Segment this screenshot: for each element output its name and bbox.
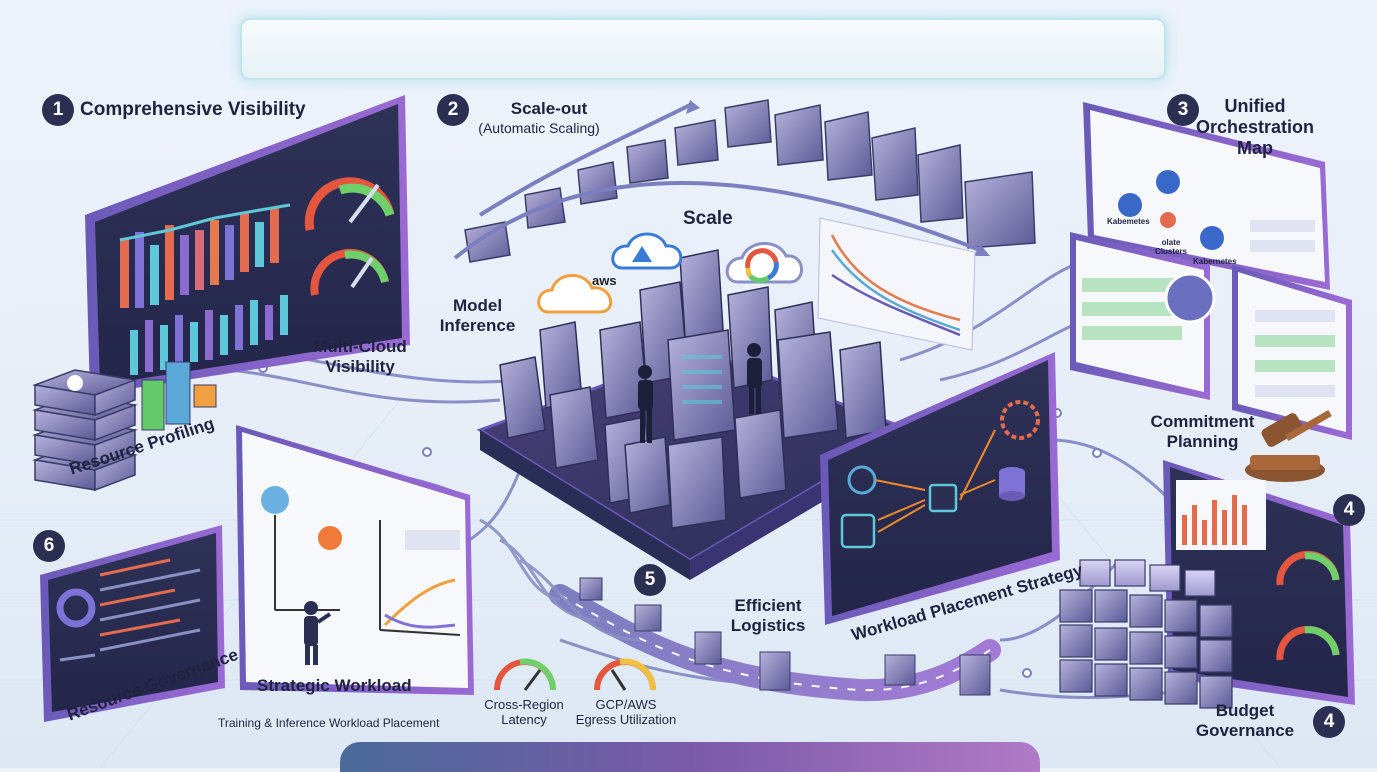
commitment-line-1: Commitment: [1150, 412, 1255, 431]
resource-governance-monitor: [40, 525, 225, 722]
bottom-accent-bar: [340, 742, 1040, 772]
multi-cloud-line-2: Visibility: [325, 357, 395, 376]
visibility-dashboard-monitor: [85, 95, 410, 395]
multi-cloud-line-1: Multi-Cloud: [313, 337, 407, 356]
egress-line-1: GCP/AWS: [595, 697, 657, 712]
model-inference-line-1: Model: [452, 296, 503, 315]
clusters-line-2: Clusters: [1154, 247, 1187, 256]
orchestration-status-window: [1232, 265, 1352, 440]
unified-orchestration-map-label: Unified Orchestration Map: [1195, 96, 1315, 159]
step-2-badge: 2: [437, 94, 469, 126]
aws-cloud-icon: [537, 274, 613, 314]
step-4-badge-upper: 4: [1333, 494, 1365, 526]
efficient-logistics-line-1: Efficient: [734, 596, 802, 615]
clusters-line-1: olate: [1161, 238, 1181, 247]
scale-chart: [817, 217, 976, 351]
step-5-badge: 5: [634, 564, 666, 596]
egress-line-2: Egress Utilization: [575, 712, 677, 727]
kubernetes-label-1: Kabemetes: [1107, 217, 1150, 226]
step-6-badge: 6: [33, 530, 65, 562]
step-1-badge: 1: [42, 94, 74, 126]
kubernetes-icon: [1118, 170, 1224, 250]
central-datacenter-platform: [476, 249, 914, 580]
gcp-cloud-icon: [725, 242, 803, 284]
orchestration-map-window: [1083, 102, 1330, 290]
server-rack-icon: [32, 361, 217, 492]
aws-label: aws: [592, 273, 617, 288]
efficient-logistics-label: Efficient Logistics: [718, 596, 818, 636]
training-inference-label: Training & Inference Workload Placement: [218, 716, 440, 730]
gauge-icon: [494, 658, 657, 691]
multi-cloud-visibility-label: Multi-Cloud Visibility: [300, 337, 420, 377]
title-banner: [240, 18, 1166, 80]
commitment-line-2: Planning: [1166, 432, 1239, 451]
person-icon: [304, 601, 332, 665]
gauge-icon: [304, 177, 395, 296]
budget-governance-label: Budget Governance: [1185, 701, 1305, 741]
logistics-conveyor: [549, 577, 1001, 702]
workload-placement-monitor: [820, 352, 1060, 625]
scale-out-label: Scale-out: [510, 99, 588, 118]
model-inference-label: Model Inference: [430, 296, 525, 336]
database-icon: [999, 467, 1025, 501]
cross-region-line-2: Latency: [501, 712, 547, 727]
strategic-workload-label: Strategic Workload: [257, 676, 412, 695]
azure-cloud-icon: [611, 232, 683, 270]
unified-orchestration-line-3: Map: [1237, 138, 1273, 158]
budget-governance-line-1: Budget: [1215, 701, 1275, 720]
comprehensive-visibility-label: Comprehensive Visibility: [80, 99, 306, 120]
automatic-scaling-label: (Automatic Scaling): [478, 120, 600, 136]
budget-cube-stack: [1059, 559, 1233, 709]
budget-governance-line-2: Governance: [1195, 721, 1295, 740]
clusters-label: olate Clusters: [1148, 238, 1194, 256]
orchestration-list-window: [1070, 232, 1216, 400]
cross-region-latency-label: Cross-Region Latency: [478, 697, 570, 727]
model-inference-line-2: Inference: [439, 316, 516, 335]
gavel-icon: [1245, 410, 1332, 482]
kubernetes-label-2: Kabernetes: [1193, 257, 1237, 266]
cross-region-line-1: Cross-Region: [484, 697, 564, 712]
step-4-badge-lower: 4: [1313, 706, 1345, 738]
scale-label: Scale: [683, 208, 733, 229]
unified-orchestration-line-2: Orchestration: [1195, 117, 1315, 137]
unified-orchestration-line-1: Unified: [1224, 96, 1286, 116]
step-3-badge: 3: [1167, 94, 1199, 126]
efficient-logistics-line-2: Logistics: [730, 616, 806, 635]
strategic-workload-whiteboard: [236, 425, 474, 695]
egress-utilization-label: GCP/AWS Egress Utilization: [565, 697, 687, 727]
commitment-planning-label: Commitment Planning: [1140, 412, 1265, 452]
